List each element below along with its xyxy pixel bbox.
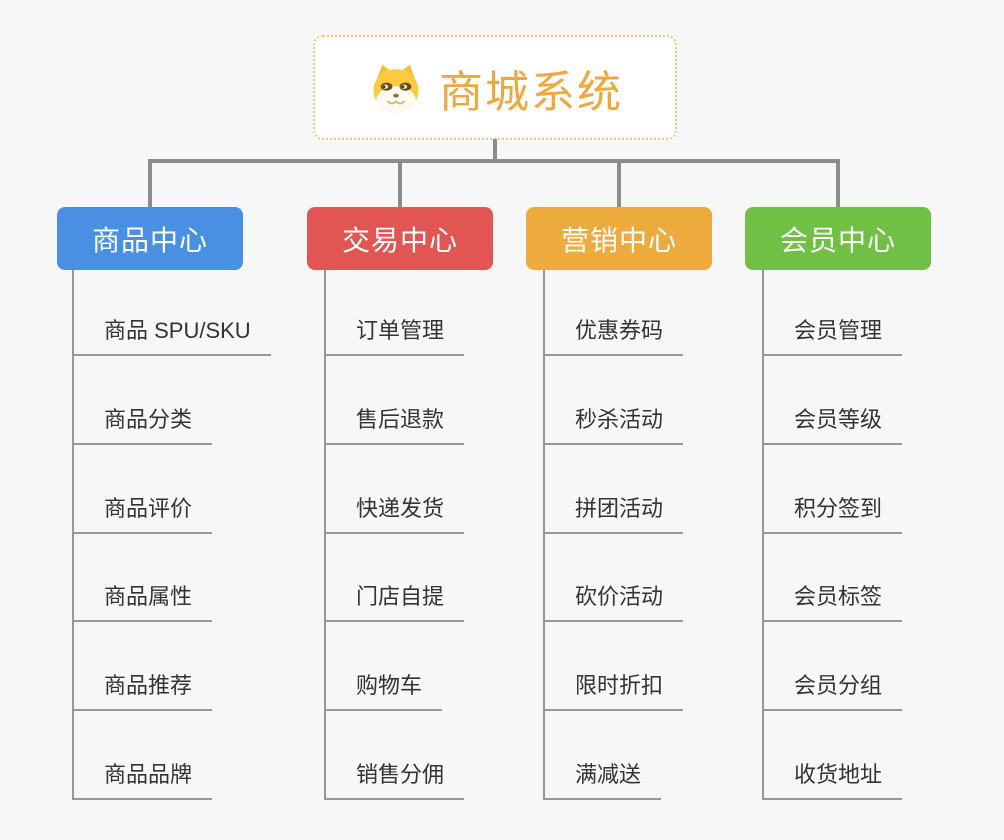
leaf-node[interactable]: 商品评价 <box>72 494 213 534</box>
leaf-node[interactable]: 收货地址 <box>762 760 903 800</box>
branch-node-marketing-center[interactable]: 营销中心 <box>526 207 712 270</box>
trunk-line <box>72 270 74 799</box>
leaf-node[interactable]: 拼团活动 <box>543 494 684 534</box>
leaf-node[interactable]: 商品推荐 <box>72 671 213 711</box>
shiba-dog-face-icon <box>367 61 425 115</box>
branch-label: 交易中心 <box>341 224 458 256</box>
leaf-node[interactable]: 商品品牌 <box>72 760 213 800</box>
leaf-node[interactable]: 会员标签 <box>762 582 903 622</box>
leaf-node[interactable]: 商品 SPU/SKU <box>72 316 271 356</box>
leaf-node[interactable]: 售后退款 <box>324 405 465 445</box>
connector-drop-marketing <box>617 159 621 208</box>
leaf-node[interactable]: 限时折扣 <box>543 671 684 711</box>
leaf-node[interactable]: 快递发货 <box>324 494 465 534</box>
branch-node-member-center[interactable]: 会员中心 <box>745 207 931 270</box>
connector-drop-trade <box>398 159 402 208</box>
trunk-line <box>324 270 326 799</box>
leaf-node[interactable]: 会员等级 <box>762 405 903 445</box>
branch-node-product-center[interactable]: 商品中心 <box>57 207 243 270</box>
trunk-line <box>543 270 545 799</box>
leaf-node[interactable]: 会员分组 <box>762 671 903 711</box>
root-title: 商城系统 <box>439 67 623 117</box>
leaf-node[interactable]: 积分签到 <box>762 494 903 534</box>
branch-label: 会员中心 <box>779 224 896 256</box>
leaf-node[interactable]: 秒杀活动 <box>543 405 684 445</box>
leaf-node[interactable]: 购物车 <box>324 671 443 711</box>
leaf-node[interactable]: 商品属性 <box>72 582 213 622</box>
root-node-mall-system[interactable]: 商城系统 <box>313 35 677 140</box>
branch-label: 商品中心 <box>91 224 208 256</box>
leaf-node[interactable]: 商品分类 <box>72 405 213 445</box>
connector-root-drop <box>493 139 497 163</box>
leaf-node[interactable]: 会员管理 <box>762 316 903 356</box>
leaf-node[interactable]: 订单管理 <box>324 316 465 356</box>
leaf-node[interactable]: 满减送 <box>543 760 662 800</box>
leaf-node[interactable]: 优惠券码 <box>543 316 684 356</box>
connector-drop-member <box>836 159 840 208</box>
leaf-node[interactable]: 门店自提 <box>324 582 465 622</box>
connector-horizontal-line <box>148 159 840 163</box>
leaf-node[interactable]: 砍价活动 <box>543 582 684 622</box>
leaf-node[interactable]: 销售分佣 <box>324 760 465 800</box>
trunk-line <box>762 270 764 799</box>
branch-label: 营销中心 <box>560 224 677 256</box>
branch-node-trade-center[interactable]: 交易中心 <box>307 207 493 270</box>
connector-drop-product <box>148 159 152 208</box>
